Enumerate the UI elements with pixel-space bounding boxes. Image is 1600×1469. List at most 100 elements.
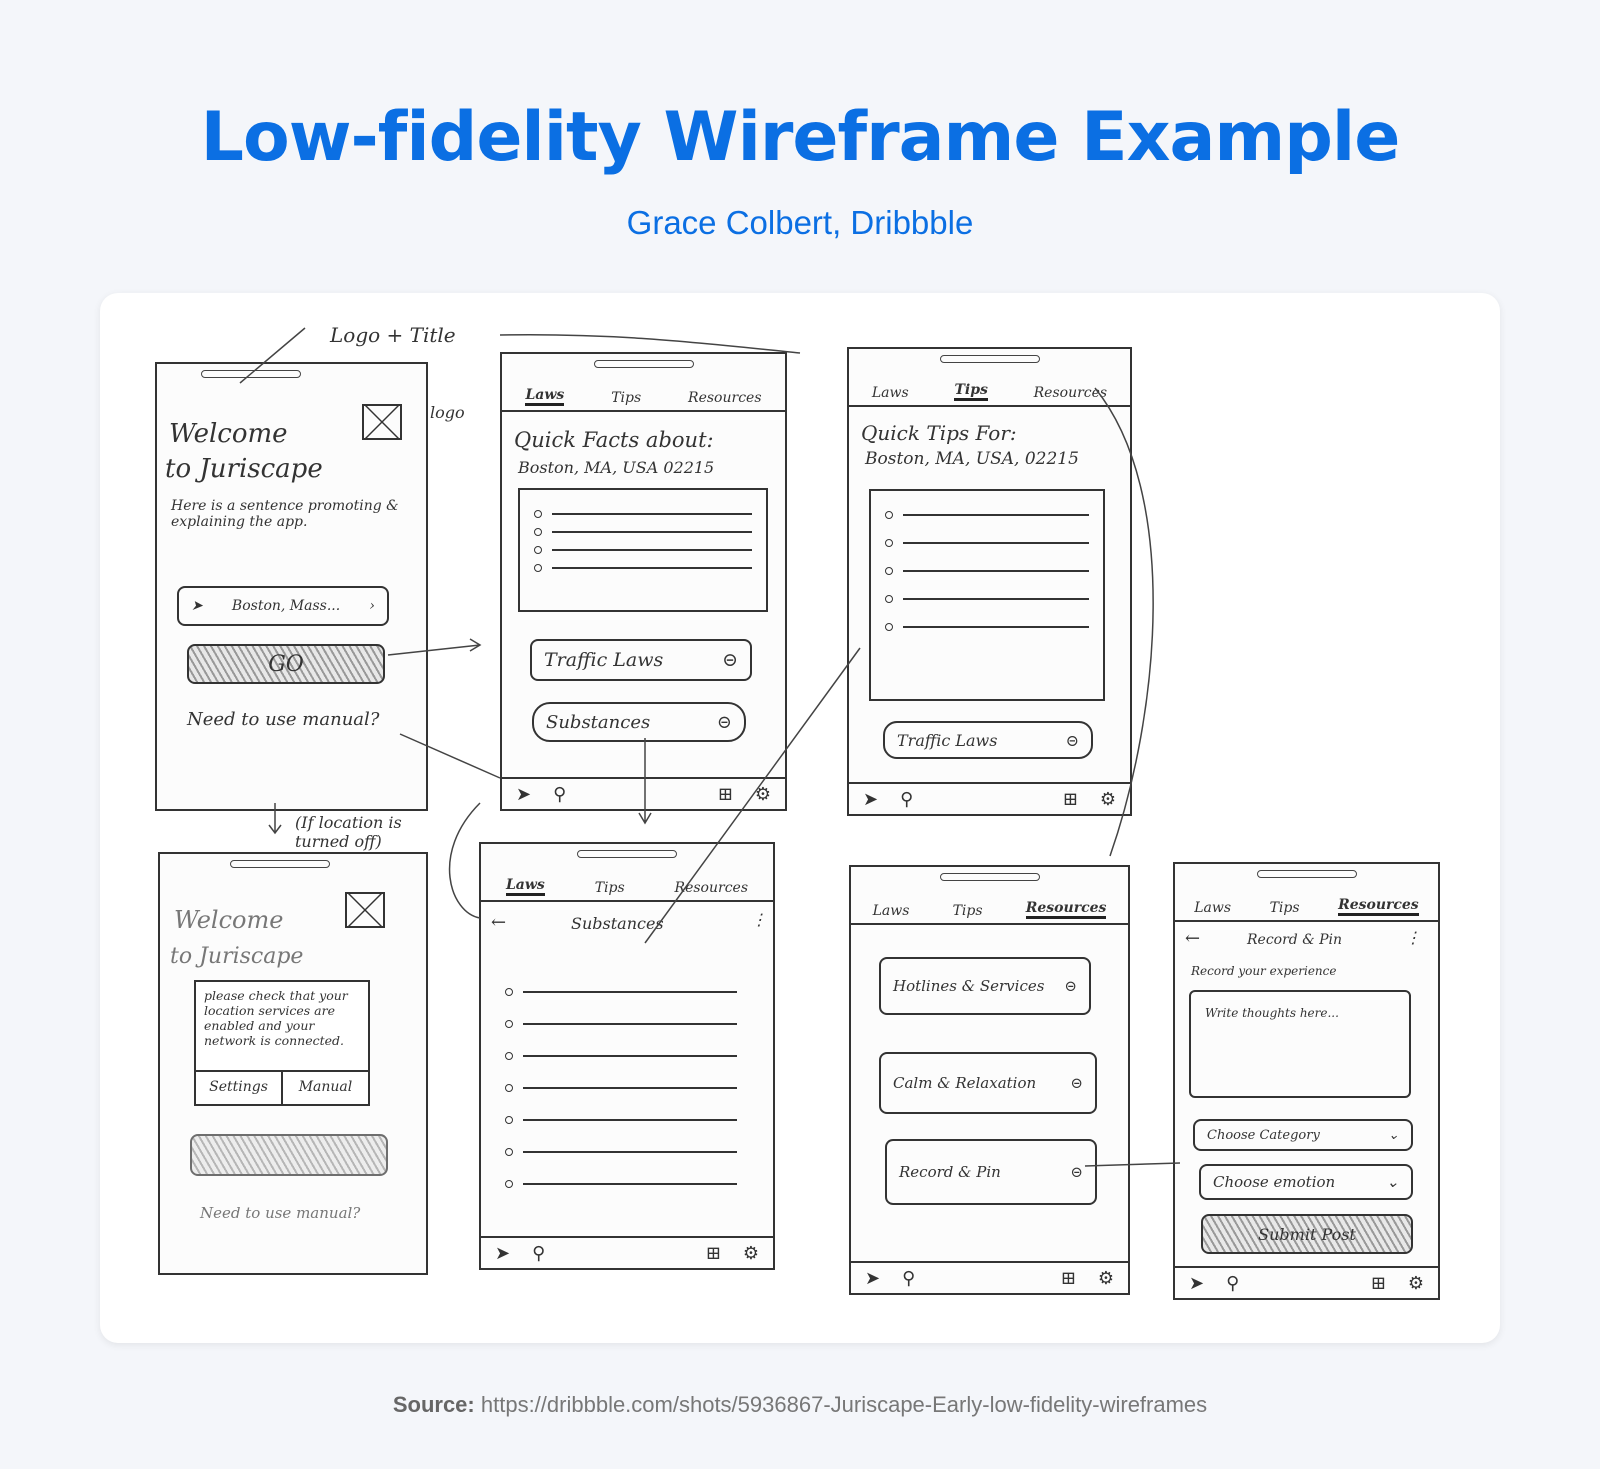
- substances-title: Substances: [571, 914, 664, 933]
- source-line: Source: https://dribbble.com/shots/59368…: [0, 1392, 1600, 1418]
- annotation-logo-title: Logo + Title: [330, 323, 456, 347]
- manual-link[interactable]: Need to use manual?: [187, 709, 380, 730]
- calm-relaxation-button[interactable]: Calm & Relaxation⊝: [879, 1052, 1097, 1114]
- tab-laws[interactable]: Laws: [505, 877, 545, 896]
- hotlines-label: Hotlines & Services: [893, 977, 1045, 995]
- traffic-laws-label: Traffic Laws: [544, 649, 664, 671]
- location-arrow-icon: ➤: [191, 598, 203, 614]
- gear-icon[interactable]: ⚙: [1407, 1272, 1424, 1294]
- back-arrow-icon[interactable]: ←: [1185, 928, 1201, 949]
- welcome-heading-2: to Juriscape: [165, 454, 323, 484]
- tab-tips[interactable]: Tips: [611, 390, 642, 406]
- arrow-go-to-laws: [387, 638, 482, 656]
- tab-tips[interactable]: Tips: [594, 880, 625, 896]
- traffic-laws-button[interactable]: Traffic Laws⊝: [530, 639, 752, 681]
- tab-laws[interactable]: Laws: [872, 903, 910, 919]
- tab-tips[interactable]: Tips: [952, 903, 983, 919]
- speaker-icon: [577, 850, 677, 858]
- tab-resources[interactable]: Resources: [1025, 900, 1107, 919]
- tips-heading: Quick Tips For:: [861, 421, 1017, 445]
- arrow-welcome-to-off: [268, 803, 282, 835]
- laws-location: Boston, MA, USA 02215: [518, 458, 715, 477]
- page-subtitle: Grace Colbert, Dribbble: [626, 204, 974, 241]
- record-prompt: Record your experience: [1191, 964, 1337, 978]
- annotation-location-off: (If location is turned off): [295, 813, 402, 851]
- add-icon[interactable]: ⊞: [1060, 1267, 1076, 1289]
- go-button[interactable]: GO: [187, 644, 385, 684]
- substances-list: [491, 954, 751, 1222]
- substances-button[interactable]: Substances ⊝: [532, 702, 746, 742]
- screen-laws: Laws Tips Resources Quick Facts about: Bos…: [500, 352, 787, 811]
- tab-laws[interactable]: Laws: [1194, 900, 1232, 916]
- tips-list: [869, 489, 1105, 701]
- manual-link[interactable]: Need to use manual?: [200, 1204, 361, 1222]
- welcome-heading-2: to Juriscape: [170, 944, 304, 969]
- search-icon[interactable]: ⚲: [532, 1242, 546, 1264]
- go-button[interactable]: [190, 1134, 388, 1176]
- substances-label: Substances: [546, 711, 651, 733]
- gear-icon[interactable]: ⚙: [1097, 1267, 1114, 1289]
- navigate-icon[interactable]: ➤: [863, 788, 879, 810]
- location-value: Boston, Mass...: [231, 598, 341, 614]
- tab-tips[interactable]: Tips: [954, 382, 988, 401]
- tab-tips[interactable]: Tips: [1269, 900, 1300, 916]
- settings-button[interactable]: Settings: [196, 1072, 283, 1104]
- location-field[interactable]: ➤ Boston, Mass... ›: [177, 586, 389, 626]
- manual-button[interactable]: Manual: [298, 1079, 353, 1095]
- arrow-circle-icon: ⊝: [716, 711, 732, 733]
- add-icon[interactable]: ⊞: [705, 1242, 721, 1264]
- search-icon[interactable]: ⚲: [553, 783, 567, 805]
- record-pin-label: Record & Pin: [899, 1163, 1001, 1181]
- screen-substances: Laws Tips Resources ← Substances ⋮ ➤ ⚲ ⊞ ⚙: [479, 842, 775, 1270]
- search-icon[interactable]: ⚲: [900, 788, 914, 810]
- tab-laws[interactable]: Laws: [525, 387, 565, 406]
- hotlines-button[interactable]: Hotlines & Services⊝: [879, 957, 1091, 1015]
- emotion-label: Choose emotion: [1213, 1173, 1336, 1191]
- tab-resources[interactable]: Resources: [688, 390, 762, 406]
- source-url[interactable]: https://dribbble.com/shots/5936867-Juris…: [480, 1392, 1208, 1417]
- speaker-icon: [201, 370, 302, 378]
- annotation-logo: logo: [430, 403, 465, 422]
- dialog-message: please check that your location services…: [196, 982, 368, 1072]
- add-icon[interactable]: ⊞: [1062, 788, 1078, 810]
- laws-heading: Quick Facts about:: [514, 428, 714, 452]
- arrow-substances-to-tips: [644, 647, 861, 944]
- welcome-heading-1: Welcome: [174, 906, 284, 934]
- chevron-right-icon: ›: [369, 598, 375, 614]
- arrow-circle-icon: ⊝: [1070, 1074, 1083, 1092]
- gear-icon[interactable]: ⚙: [1099, 788, 1116, 810]
- submit-post-button[interactable]: Submit Post: [1201, 1214, 1413, 1254]
- gear-icon[interactable]: ⚙: [754, 783, 771, 805]
- welcome-sentence: Here is a sentence promoting & explainin…: [171, 498, 399, 530]
- speaker-icon: [939, 355, 1040, 363]
- chevron-down-icon: ⌄: [1386, 1173, 1399, 1191]
- tab-resources[interactable]: Resources: [674, 880, 749, 896]
- back-arrow-icon[interactable]: ←: [491, 912, 507, 933]
- record-pin-button[interactable]: Record & Pin⊝: [885, 1139, 1097, 1205]
- logo-placeholder-icon: [345, 892, 385, 928]
- search-icon[interactable]: ⚲: [1226, 1272, 1240, 1294]
- speaker-icon: [939, 873, 1040, 881]
- navigate-icon[interactable]: ➤: [865, 1267, 881, 1289]
- wireframe-card: Logo + Title logo (If location is turned…: [100, 293, 1500, 1343]
- gear-icon[interactable]: ⚙: [742, 1242, 759, 1264]
- navigate-icon[interactable]: ➤: [1189, 1272, 1205, 1294]
- navigate-icon[interactable]: ➤: [516, 783, 532, 805]
- category-select[interactable]: Choose Category⌄: [1193, 1119, 1413, 1151]
- add-icon[interactable]: ⊞: [1370, 1272, 1386, 1294]
- tab-laws[interactable]: Laws: [871, 385, 909, 401]
- thoughts-textarea[interactable]: Write thoughts here...: [1189, 990, 1411, 1098]
- search-icon[interactable]: ⚲: [902, 1267, 916, 1289]
- navigate-icon[interactable]: ➤: [495, 1242, 511, 1264]
- add-icon[interactable]: ⊞: [717, 783, 733, 805]
- emotion-select[interactable]: Choose emotion ⌄: [1199, 1164, 1413, 1200]
- tab-resources[interactable]: Resources: [1033, 385, 1108, 401]
- traffic-laws-label: Traffic Laws: [897, 730, 998, 750]
- more-menu-icon[interactable]: ⋮: [751, 910, 767, 929]
- arrow-tips-to-resources: [1094, 387, 1154, 857]
- tab-resources[interactable]: Resources: [1338, 897, 1419, 916]
- more-menu-icon[interactable]: ⋮: [1405, 928, 1421, 947]
- traffic-laws-button[interactable]: Traffic Laws⊝: [883, 721, 1093, 759]
- arrow-back-laws: [448, 802, 481, 919]
